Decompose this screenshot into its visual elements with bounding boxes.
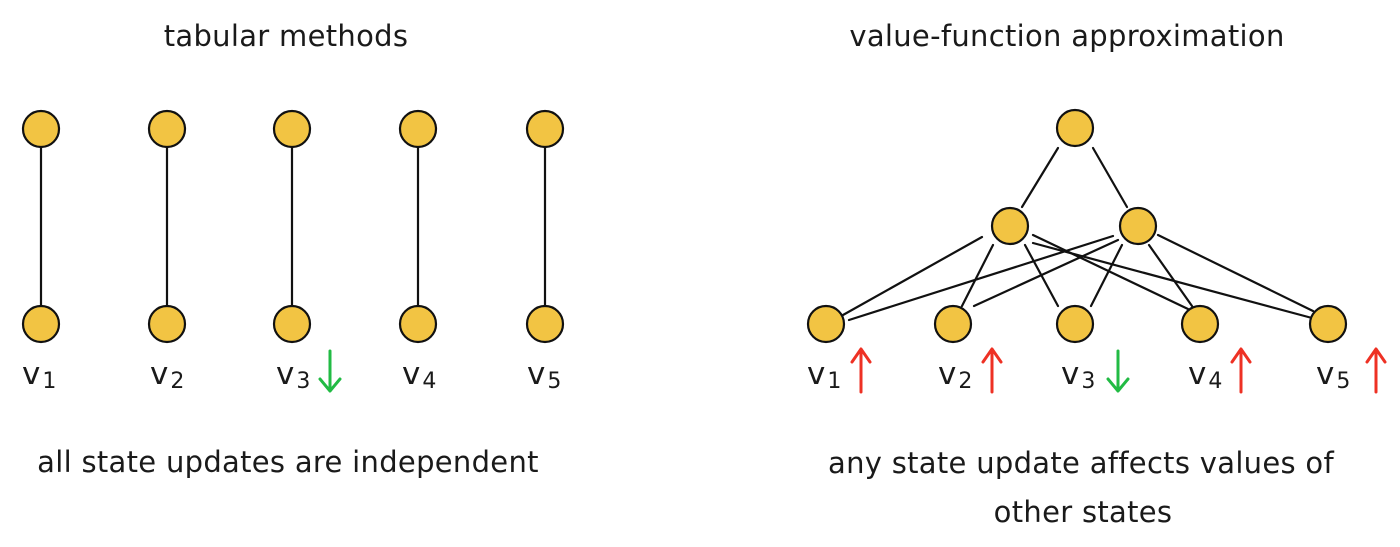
arrow-up-icon (981, 347, 1003, 394)
right-hidden-node-2 (1118, 206, 1158, 246)
arrow-down-icon (318, 349, 342, 393)
left-top-node-4 (398, 109, 438, 149)
right-state-1-arrow-icon (850, 347, 872, 394)
left-panel-caption: all state updates are independent (37, 445, 539, 479)
right-edges (841, 146, 1315, 322)
right-state-2-arrow-icon (981, 347, 1003, 394)
right-edge-h1-s2 (960, 243, 995, 308)
right-edge-h2-s2 (972, 238, 1120, 308)
right-edge-h1-s1 (841, 235, 984, 317)
left-state-nodes (21, 304, 565, 344)
arrow-up-icon (850, 347, 872, 394)
right-state-node-3 (1055, 304, 1095, 344)
right-panel-title: value-function approximation (849, 19, 1284, 53)
left-state-node-2 (147, 304, 187, 344)
right-state-4-arrow-icon (1230, 347, 1252, 394)
right-edge-h2-s5 (1156, 233, 1315, 313)
left-state-3-arrow-icon (318, 349, 342, 393)
left-state-labels: v1 v2 v3 v4 v5 (22, 356, 561, 394)
right-edge-h2-s1 (847, 234, 1115, 322)
left-top-node-1 (21, 109, 61, 149)
right-state-nodes (806, 304, 1348, 344)
right-top-node (1055, 108, 1095, 148)
left-edges (39, 145, 547, 308)
right-state-node-2 (933, 304, 973, 344)
right-hidden-node-1 (990, 206, 1030, 246)
left-panel-title: tabular methods (164, 19, 409, 53)
right-state-node-4 (1180, 304, 1220, 344)
left-state-label-3: v3 (276, 356, 310, 394)
left-top-node-2 (147, 109, 187, 149)
right-edge-h1-s5 (1031, 241, 1314, 320)
right-edge-top-h1 (1020, 146, 1060, 209)
left-state-label-2: v2 (150, 356, 184, 394)
left-state-label-1: v1 (22, 356, 56, 394)
right-state-5-arrow-icon (1365, 347, 1387, 394)
left-state-label-4: v4 (402, 356, 436, 394)
left-top-node-3 (272, 109, 312, 149)
right-edge-h1-s4 (1031, 233, 1190, 311)
left-state-arrows (318, 349, 342, 393)
right-state-node-5 (1308, 304, 1348, 344)
right-panel-caption-line-1: any state update affects values of (828, 446, 1334, 480)
right-state-labels: v1 v2 v3 v4 v5 (807, 356, 1350, 394)
left-state-node-4 (398, 304, 438, 344)
right-state-label-5: v5 (1316, 356, 1350, 394)
right-state-label-3: v3 (1061, 356, 1095, 394)
right-edge-top-h2 (1091, 146, 1129, 209)
right-hidden-nodes (990, 108, 1158, 246)
arrow-up-icon (1365, 347, 1387, 394)
right-state-label-4: v4 (1188, 356, 1222, 394)
left-state-node-5 (525, 304, 565, 344)
right-panel-caption-line-2: other states (994, 495, 1173, 529)
left-panel: tabular methods v1 v2 v3 v4 (21, 19, 565, 479)
left-state-label-5: v5 (527, 356, 561, 394)
left-top-nodes (21, 109, 565, 149)
right-state-node-1 (806, 304, 846, 344)
right-state-label-2: v2 (938, 356, 972, 394)
right-panel: value-function approximation (806, 19, 1387, 529)
right-state-label-1: v1 (807, 356, 841, 394)
right-state-arrows (850, 347, 1387, 394)
left-state-node-3 (272, 304, 312, 344)
left-top-node-5 (525, 109, 565, 149)
right-edge-h2-s3 (1089, 243, 1124, 308)
right-state-3-arrow-icon (1106, 349, 1130, 393)
right-edge-h2-s4 (1147, 243, 1194, 308)
arrow-up-icon (1230, 347, 1252, 394)
left-state-node-1 (21, 304, 61, 344)
arrow-down-icon (1106, 349, 1130, 393)
